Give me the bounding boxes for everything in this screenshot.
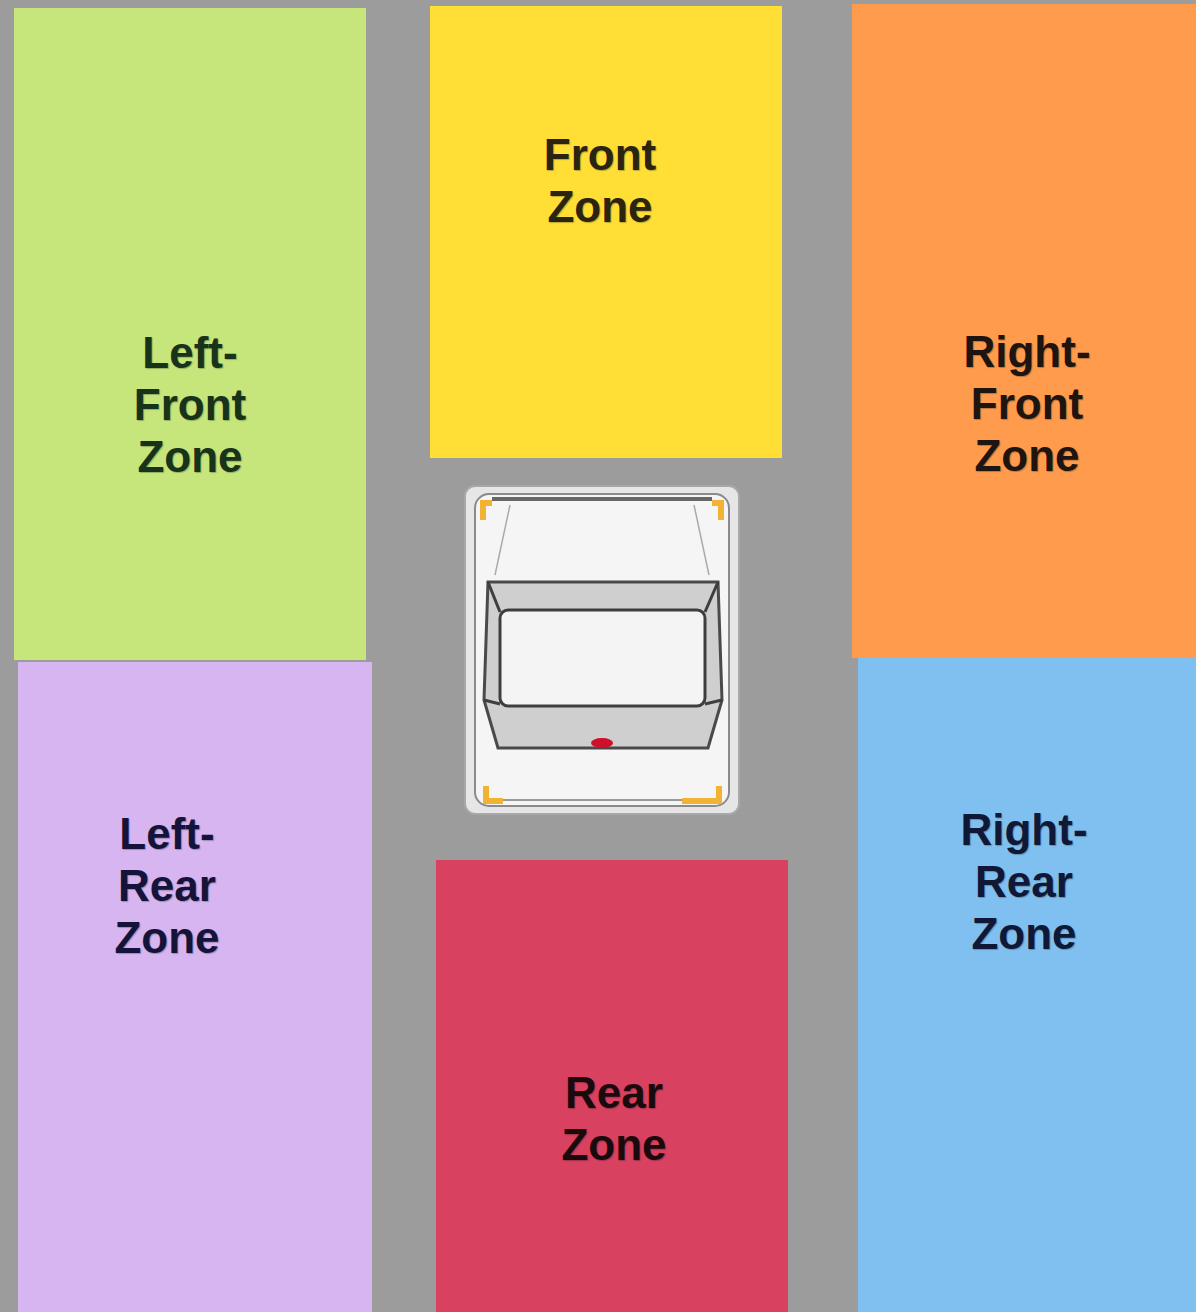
pillar (705, 582, 718, 612)
zone-box: Left- Rear Zone (18, 662, 372, 1312)
hood-line (495, 505, 510, 575)
pillar (705, 700, 722, 704)
corner-light (712, 500, 724, 520)
zone-label: Left- Rear Zone (114, 808, 219, 964)
corner-light (480, 500, 492, 520)
hood-line (694, 505, 709, 575)
zone-label: Rear Zone (561, 1067, 666, 1171)
brake-light (591, 738, 613, 748)
zone-label: Right- Front Zone (963, 326, 1090, 482)
corner-light (483, 786, 503, 804)
pillar (484, 700, 500, 704)
zone-box: Right- Front Zone (852, 4, 1196, 658)
front-bumper (492, 497, 712, 501)
rear-bumper (492, 799, 712, 801)
zone-label: Left- Front Zone (134, 327, 246, 483)
car-body (475, 494, 729, 806)
car-roof (500, 610, 705, 706)
car-cabin (484, 582, 722, 748)
zone-box: Right- Rear Zone (858, 658, 1196, 1312)
zone-box: Rear Zone (436, 860, 788, 1312)
corner-light (682, 786, 722, 804)
zone-box: Front Zone (430, 6, 782, 458)
zone-label: Front Zone (544, 129, 656, 233)
pillar (488, 582, 500, 612)
zone-label: Right- Rear Zone (960, 804, 1087, 960)
car-shadow (465, 486, 739, 814)
zone-box: Left- Front Zone (14, 8, 366, 660)
